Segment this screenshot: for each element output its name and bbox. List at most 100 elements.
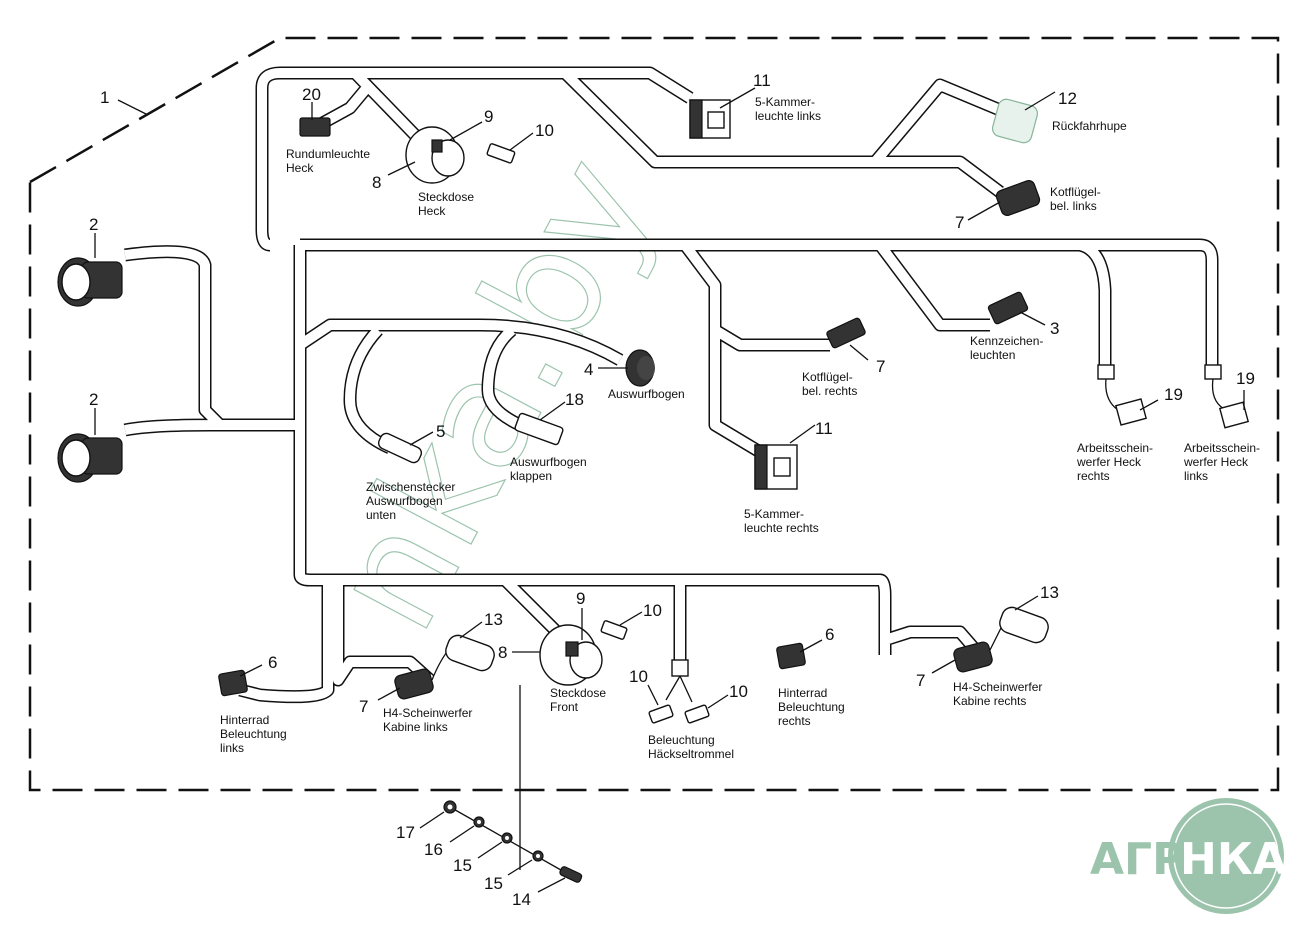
callout-3: 3 <box>1050 319 1059 338</box>
connector-4 <box>625 349 655 387</box>
callout-7d: 7 <box>916 671 925 690</box>
label-line: Beleuchtung <box>778 700 845 714</box>
callout-10c: 10 <box>629 667 648 686</box>
logo-text-left: АГРО <box>1090 834 1222 885</box>
label-line: Kabine links <box>383 720 448 734</box>
label-7a: Kotflügel-bel. links <box>1050 185 1101 213</box>
connector-7-h4-left <box>394 668 434 700</box>
round-connector-2b <box>57 433 123 483</box>
leader-lines <box>94 87 1245 893</box>
assembly-boundary <box>28 36 1280 792</box>
callout-9b: 9 <box>576 589 585 608</box>
label-line: Kennzeichen- <box>970 334 1043 348</box>
connectors <box>57 98 1250 883</box>
label-line: Arbeitsschein- <box>1077 441 1153 455</box>
terminal-10a <box>486 143 516 164</box>
callout-10d: 10 <box>729 682 748 701</box>
callout-7c: 7 <box>359 697 368 716</box>
label-line: Heck <box>286 161 314 175</box>
connector-7-h4-right <box>953 641 993 673</box>
label-line: klappen <box>510 469 552 483</box>
callout-19a: 19 <box>1164 385 1183 404</box>
label-line: unten <box>366 508 396 522</box>
connector-7-right-fender <box>826 317 866 349</box>
callout-15b: 15 <box>484 874 503 893</box>
callout-11b: 11 <box>815 419 833 438</box>
label-11a: 5-Kammer-leuchte links <box>755 95 821 123</box>
callout-14: 14 <box>512 890 531 909</box>
label-line: H4-Scheinwerfer <box>953 680 1042 694</box>
bulb-socket-13-right <box>989 606 1049 651</box>
label-line: Steckdose <box>418 190 474 204</box>
callout-7b: 7 <box>876 357 885 376</box>
mounting-hardware <box>443 800 583 883</box>
callout-6b: 6 <box>825 625 834 644</box>
label-line: links <box>220 741 244 755</box>
terminal-10b <box>600 620 628 640</box>
label-line: Steckdose <box>550 686 606 700</box>
agronka-logo: АГРО НКА <box>1090 798 1287 914</box>
callout-13b: 13 <box>1040 583 1059 602</box>
callout-7a: 7 <box>955 213 964 232</box>
label-line: Front <box>550 700 579 714</box>
socket-front <box>539 624 603 686</box>
bulb-socket-13-left <box>431 634 495 681</box>
callout-4: 4 <box>584 360 593 379</box>
callout-numbers: 1 2 2 3 4 5 6 6 7 7 7 7 8 8 9 9 10 10 10… <box>89 71 1255 909</box>
label-7b: Kotflügel-bel. rechts <box>802 370 857 398</box>
callout-12: 12 <box>1058 89 1077 108</box>
label-3: Kennzeichen-leuchten <box>970 334 1043 362</box>
label-line: rechts <box>778 714 811 728</box>
label-line: Auswurfbogen <box>510 455 587 469</box>
label-line: werfer Heck <box>1076 455 1142 469</box>
connector-12 <box>991 98 1039 144</box>
label-line: Kotflügel- <box>802 370 853 384</box>
lamp-connector-11-left <box>689 99 731 139</box>
connector-6-right <box>776 642 806 670</box>
callout-10a: 10 <box>535 121 554 140</box>
label-line: rechts <box>1077 469 1110 483</box>
label-line: bel. rechts <box>802 384 857 398</box>
label-line: Kabine rechts <box>953 694 1026 708</box>
callout-5: 5 <box>436 422 445 441</box>
label-line: H4-Scheinwerfer <box>383 706 472 720</box>
connector-7-left-fender <box>995 180 1041 216</box>
callout-19b: 19 <box>1236 369 1255 388</box>
label-11b: 5-Kammer-leuchte rechts <box>744 507 819 535</box>
label-line: Rundumleuchte <box>286 147 370 161</box>
logo-circle <box>1168 798 1284 914</box>
part-labels: Kennzeichen-leuchten Auswurfbogen Zwisch… <box>220 95 1260 761</box>
callout-20: 20 <box>302 85 321 104</box>
callout-8a: 8 <box>372 173 381 192</box>
cable-harness <box>123 66 1219 870</box>
label-line: Häckseltrommel <box>648 747 734 761</box>
label-line: 5-Kammer- <box>755 95 815 109</box>
label-12: Rückfahrhupe <box>1052 119 1127 133</box>
label-line: 5-Kammer- <box>744 507 804 521</box>
label-line: Heck <box>418 204 446 218</box>
label-line: leuchte links <box>755 109 821 123</box>
label-line: leuchten <box>970 348 1015 362</box>
label-line: Hinterrad <box>220 713 269 727</box>
callout-6a: 6 <box>268 653 277 672</box>
label-line: Hinterrad <box>778 686 827 700</box>
label-line: Beleuchtung <box>220 727 287 741</box>
callout-2b: 2 <box>89 390 98 409</box>
callout-11a: 11 <box>753 71 771 90</box>
label-line: bel. links <box>1050 199 1097 213</box>
callout-18: 18 <box>565 390 584 409</box>
callout-9a: 9 <box>484 107 493 126</box>
round-connector-2a <box>57 257 123 307</box>
label-line: Arbeitsschein- <box>1184 441 1260 455</box>
label-line: Rückfahrhupe <box>1052 119 1127 133</box>
callout-1: 1 <box>100 88 109 107</box>
